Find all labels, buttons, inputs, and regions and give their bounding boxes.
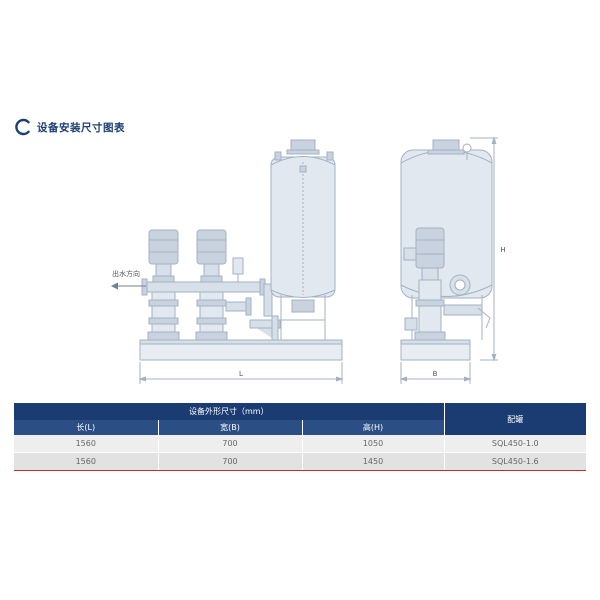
discharge-header bbox=[145, 281, 265, 293]
section-title: 设备安装尺寸图表 bbox=[37, 121, 125, 134]
column-header-length: 长(L) bbox=[14, 420, 158, 435]
table-group-header: 设备外形尺寸（mm） bbox=[14, 403, 445, 420]
pump-2 bbox=[195, 229, 228, 341]
dimension-height-label: H bbox=[500, 246, 505, 254]
pressure-gauge bbox=[462, 143, 472, 153]
pressure-switch bbox=[232, 257, 244, 275]
table-row: 1560 700 1450 SQL450-1.6 bbox=[14, 452, 587, 471]
section-header: 设备安装尺寸图表 bbox=[14, 118, 125, 136]
outlet-direction-label: 出水方向 bbox=[112, 269, 140, 278]
cell-config: SQL450-1.0 bbox=[443, 435, 587, 453]
cell-height: 1450 bbox=[301, 452, 445, 471]
side-pump bbox=[403, 227, 446, 341]
table-config-header: 配罐 bbox=[443, 403, 587, 435]
cell-length: 1560 bbox=[14, 452, 158, 471]
cell-config: SQL450-1.6 bbox=[443, 452, 587, 471]
cell-length: 1560 bbox=[14, 435, 158, 453]
installation-drawing: 出水方向 L B H bbox=[110, 136, 506, 384]
column-header-height: 高(H) bbox=[301, 420, 445, 435]
cell-width: 700 bbox=[157, 452, 302, 471]
cell-width: 700 bbox=[157, 435, 302, 453]
dimension-width-label: B bbox=[433, 370, 438, 378]
pump-1 bbox=[147, 229, 180, 341]
dimension-length-label: L bbox=[239, 370, 243, 378]
c-ring-icon bbox=[15, 118, 30, 136]
cell-height: 1050 bbox=[301, 435, 445, 453]
column-header-width: 宽(B) bbox=[157, 420, 302, 435]
table-row: 1560 700 1050 SQL450-1.0 bbox=[14, 435, 587, 453]
front-tank bbox=[270, 139, 336, 340]
dimension-table: 设备外形尺寸（mm） 配罐 长(L) 宽(B) 高(H) 1560 700 10… bbox=[14, 403, 587, 471]
